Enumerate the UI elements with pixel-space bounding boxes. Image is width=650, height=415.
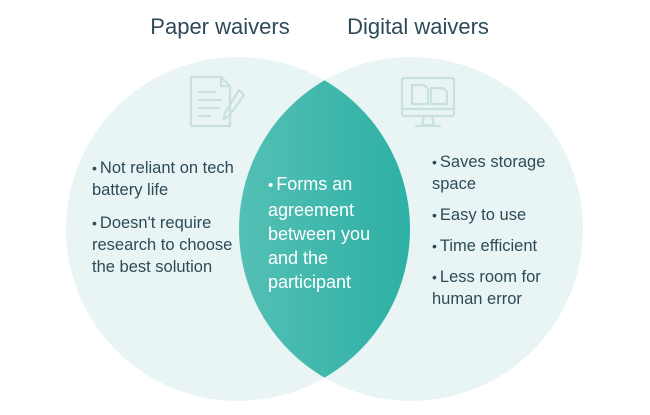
computer-monitor-documents-icon	[400, 76, 456, 128]
bullet-icon: •	[432, 154, 437, 170]
list-item: •Not reliant on tech battery life	[92, 159, 234, 199]
digital-waivers-list: •Saves storage space •Easy to use •Time …	[432, 151, 582, 319]
list-item: •Saves storage space	[432, 153, 546, 193]
list-item: •Time efficient	[432, 237, 538, 255]
bullet-icon: •	[92, 160, 97, 176]
bullet-icon: •	[432, 269, 437, 285]
digital-waivers-title: Digital waivers	[347, 14, 489, 39]
overlap-region	[239, 57, 410, 401]
list-item: •Less room for human error	[432, 268, 541, 308]
paper-document-pen-icon	[189, 75, 246, 128]
paper-waivers-title: Paper waivers	[150, 14, 290, 39]
bullet-icon: •	[92, 215, 97, 231]
bullet-icon: •	[432, 207, 437, 223]
list-item: •Forms an agreement between you and the …	[268, 174, 371, 292]
list-item: •Easy to use	[432, 206, 527, 224]
bullet-icon: •	[268, 177, 274, 194]
bullet-icon: •	[432, 238, 437, 254]
paper-waivers-list: •Not reliant on tech battery life •Doesn…	[92, 157, 252, 289]
list-item: •Doesn't require research to choose the …	[92, 214, 233, 276]
shared-benefits-list: •Forms an agreement between you and the …	[268, 172, 398, 305]
